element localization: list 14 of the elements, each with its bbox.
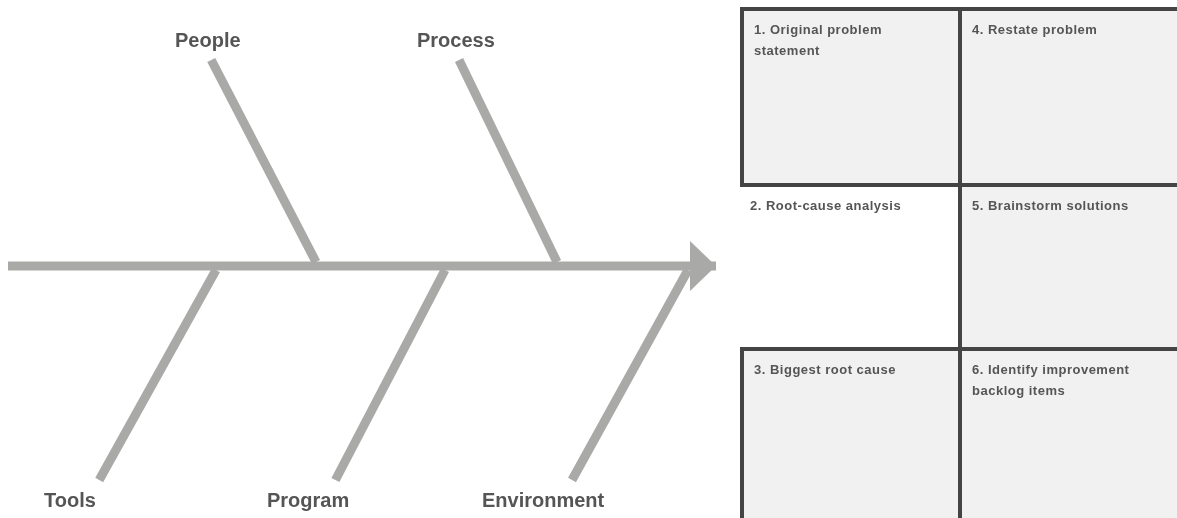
- spine-arrow: [8, 241, 716, 291]
- bone-line: [455, 58, 562, 264]
- category-label: Program: [267, 488, 350, 512]
- cell-heading: 5. Brainstorm solutions: [972, 197, 1130, 215]
- cell-heading: 4. Restate problem: [972, 21, 1099, 39]
- category-label: Process: [417, 28, 495, 52]
- cell-heading: 1. Original problem statement: [754, 21, 883, 60]
- bone-line: [207, 57, 320, 265]
- category-label: People: [175, 28, 241, 52]
- category-label: Tools: [44, 488, 96, 512]
- cell-heading: 6. Identify improvement backlog items: [972, 361, 1131, 400]
- cell-heading: 2. Root-cause analysis: [750, 197, 903, 215]
- cell-heading: 3. Biggest root cause: [754, 361, 897, 379]
- category-label: Environment: [482, 488, 605, 512]
